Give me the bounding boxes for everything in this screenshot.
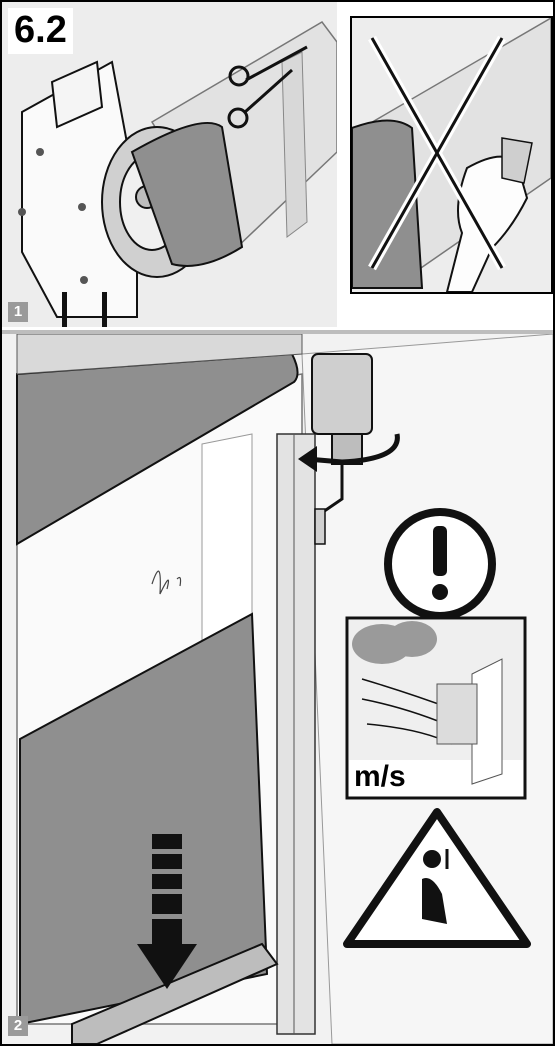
step1-panel-forbidden — [350, 16, 553, 294]
step-badge-1: 1 — [8, 302, 28, 322]
door-lowering-illustration — [2, 334, 553, 1044]
step2-panel: m/s 2 — [2, 334, 553, 1044]
wind-speed-unit-label: m/s — [354, 762, 406, 792]
exclamation-icon — [388, 512, 492, 616]
step1-panel-cut: 6.2 1 — [2, 2, 337, 327]
section-number: 6.2 — [8, 8, 73, 54]
roller-tear-illustration — [352, 18, 551, 292]
step-badge-2: 2 — [8, 1016, 28, 1036]
